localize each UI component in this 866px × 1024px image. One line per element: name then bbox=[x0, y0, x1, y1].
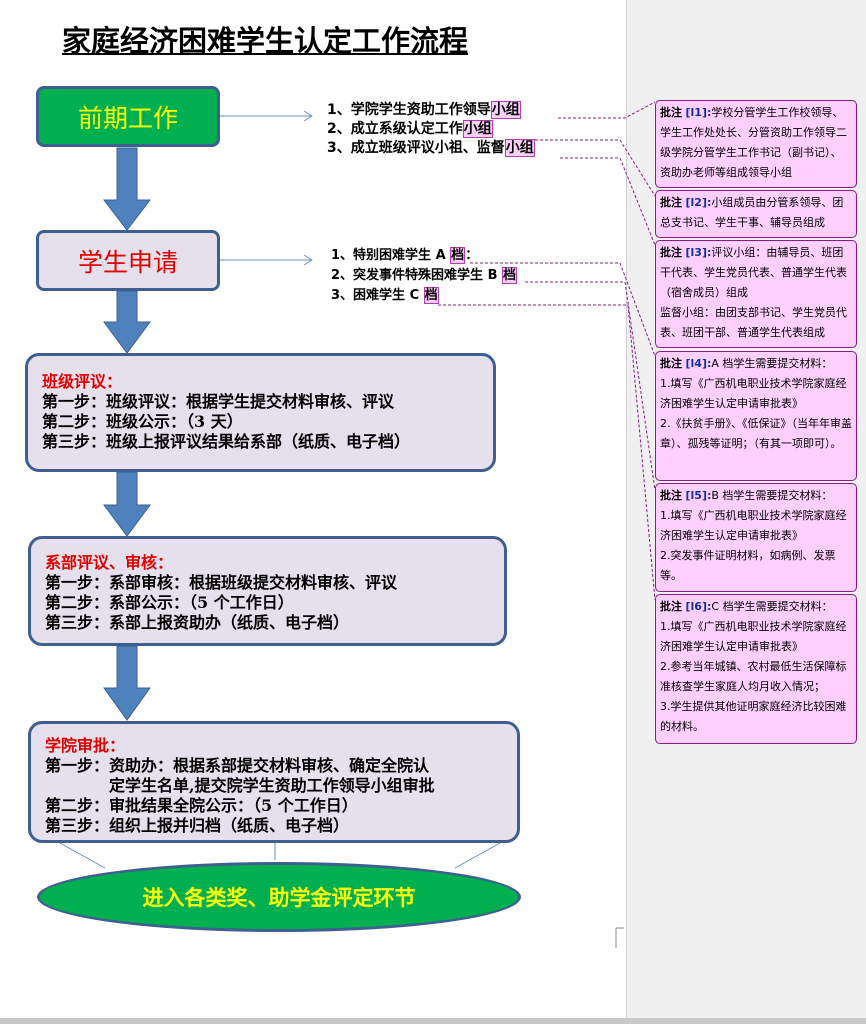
comments-5-label: 批注 bbox=[660, 600, 682, 613]
flow-stage2_suffix: ： bbox=[465, 248, 479, 263]
comments-1-lines-0: 小组成员由分管系领导、团总支书记、学生干事、辅导员组成 bbox=[660, 196, 844, 229]
flow-stage2_items-1: 2、突发事件特殊困难学生 B bbox=[331, 268, 503, 283]
comments-2-label: 批注 bbox=[660, 246, 682, 259]
comments-4-tag: [l5]: bbox=[685, 489, 712, 502]
flow-stage1_items-0: 1、学院学生资助工作领导 bbox=[327, 102, 491, 118]
comments-3-lines-0: A 档学生需要提交材料： bbox=[711, 357, 833, 370]
down-arrow-3 bbox=[103, 471, 151, 537]
comments-5-lines-2: 2.参考当年城镇、农村最低生活保障标准核查学生家庭人均月收入情况； bbox=[660, 660, 847, 693]
flow-stage5-heading: 学院审批： bbox=[45, 736, 126, 755]
prep-list: 1、学院学生资助工作领导小组 2、成立系级认定工作小组 3、成立班级评议小祖、监… bbox=[327, 101, 535, 158]
flow-stage1: 前期工作 bbox=[77, 103, 178, 133]
flow-stage3-heading: 班级评议： bbox=[42, 372, 123, 391]
comments-5-lines-3: 3.学生提供其他证明家庭经济比较困难的材料。 bbox=[660, 700, 847, 733]
comment-6[interactable]: 批注 [l6]:C 档学生需要提交材料： 1.填写《广西机电职业技术学院家庭经济困… bbox=[655, 594, 857, 744]
flow-stage4-steps-1: 第二步：系部公示：（5 个工作日） bbox=[45, 593, 294, 612]
stage-class-review: 班级评议： 第一步：班级评议：根据学生提交材料审核、评议第二步：班级公示：（3 … bbox=[25, 353, 496, 472]
flow-stage2_items-2: 3、困难学生 C bbox=[331, 288, 424, 303]
flow-stage5-steps-3: 第三步：组织上报并归档（纸质、电子档） bbox=[45, 816, 350, 835]
comments-5-tag: [l6]: bbox=[685, 600, 712, 613]
flow-stage5-steps-1: 定学生名单,提交院学生资助工作领导小组审批 bbox=[45, 776, 435, 795]
flow-stage2_highlight: 档 bbox=[502, 267, 518, 284]
flow-stage5-steps-2: 第二步：审批结果全院公示：（5 个工作日） bbox=[45, 796, 358, 815]
flow-stage4-steps-0: 第一步：系部审核：根据班级提交材料审核、评议 bbox=[45, 573, 398, 592]
comment-1[interactable]: 批注 [l1]:学校分管学生工作校领导、学生工作处处长、分管资助工作领导二级学院… bbox=[655, 100, 857, 188]
down-arrow-1 bbox=[102, 147, 152, 231]
flow-stage2: 学生申请 bbox=[77, 247, 178, 277]
comments-1-label: 批注 bbox=[660, 196, 682, 209]
flow-stage1_items-2: 3、成立班级评议小祖、监督 bbox=[327, 140, 505, 156]
comments-4-label: 批注 bbox=[660, 489, 682, 502]
stage-prep: 前期工作 bbox=[36, 86, 220, 147]
flow-stage2_highlight: 档 bbox=[423, 287, 439, 304]
flow-stage1_highlight: 小组 bbox=[504, 139, 535, 157]
comment-5[interactable]: 批注 [l5]:B 档学生需要提交材料： 1.填写《广西机电职业技术学院家庭经济困… bbox=[655, 483, 857, 592]
flow-stage3-steps-0: 第一步：班级评议：根据学生提交材料审核、评议 bbox=[42, 392, 395, 411]
stage-dept-review: 系部评议、审核： 第一步：系部审核：根据班级提交材料审核、评议第二步：系部公示：… bbox=[28, 536, 507, 646]
comments-3-tag: [l4]: bbox=[685, 357, 712, 370]
flow-stage2_highlight: 档 bbox=[450, 247, 466, 264]
comments-4-lines-0: B 档学生需要提交材料： bbox=[711, 489, 833, 502]
comment-3[interactable]: 批注 [l3]:评议小组：由辅导员、班团干代表、学生党员代表、普通学生代表（宿舍… bbox=[655, 240, 857, 348]
flow-stage3-steps-2: 第三步：班级上报评议结果给系部（纸质、电子档） bbox=[42, 432, 411, 451]
apply-list: 1、特别困难学生 A 档： 2、突发事件特殊困难学生 B 档 3、困难学生 C … bbox=[331, 246, 518, 306]
flow-stage1_highlight: 小组 bbox=[462, 120, 493, 138]
stage-college-approval: 学院审批： 第一步：资助办：根据系部提交材料审核、确定全院认 定学生名单,提交院… bbox=[28, 721, 520, 843]
comments-5-lines-1: 1.填写《广西机电职业技术学院家庭经济困难学生认定申请审批表》 bbox=[660, 620, 847, 653]
comments-4-lines-2: 2.突发事件证明材料，如病例、发票等。 bbox=[660, 549, 836, 582]
comments-2-lines-0: 评议小组：由辅导员、班团干代表、学生党员代表、普通学生代表（宿舍成员）组成 bbox=[660, 246, 847, 299]
comments-5-lines-0: C 档学生需要提交材料： bbox=[711, 600, 833, 613]
flow-stage1_items-1: 2、成立系级认定工作 bbox=[327, 121, 463, 137]
flow-stage1_highlight: 小组 bbox=[490, 101, 521, 119]
flow-stage4-steps-2: 第三步：系部上报资助办（纸质、电子档） bbox=[45, 613, 350, 632]
down-arrow-4 bbox=[103, 645, 151, 721]
comment-4[interactable]: 批注 [l4]:A 档学生需要提交材料： 1.填写《广西机电职业技术学院家庭经济困… bbox=[655, 351, 857, 481]
flow-stage5-steps-0: 第一步：资助办：根据系部提交材料审核、确定全院认 bbox=[45, 756, 430, 775]
flow-stage2_items-0: 1、特别困难学生 A bbox=[331, 248, 451, 263]
comments-2-lines-1: 监督小组：由团支部书记、学生党员代表、班团干部、普通学生代表组成 bbox=[660, 306, 847, 339]
comments-3-lines-2: 2.《扶贫手册》、《低保证》（当年年审盖章）、孤残等证明；（有其一项即可）。 bbox=[660, 417, 852, 450]
comment-2[interactable]: 批注 [l2]:小组成员由分管系领导、团总支书记、学生干事、辅导员组成 bbox=[655, 190, 857, 238]
comments-0-lines-0: 学校分管学生工作校领导、学生工作处处长、分管资助工作领导二级学院分管学生工作书记… bbox=[660, 106, 847, 179]
flow-stage4-heading: 系部评议、审核： bbox=[45, 553, 174, 572]
down-arrow-2 bbox=[103, 290, 151, 354]
bottom-scrollbar[interactable] bbox=[0, 1018, 866, 1024]
comments-0-tag: [l1]: bbox=[685, 106, 712, 119]
comments-4-lines-1: 1.填写《广西机电职业技术学院家庭经济困难学生认定申请审批表》 bbox=[660, 509, 847, 542]
page-title: 家庭经济困难学生认定工作流程 bbox=[62, 24, 469, 58]
flow-stage3-steps-1: 第二步：班级公示：（3 天） bbox=[42, 412, 243, 431]
stage-apply: 学生申请 bbox=[36, 230, 220, 291]
comments-3-lines-1: 1.填写《广西机电职业技术学院家庭经济困难学生认定申请审批表》 bbox=[660, 377, 847, 410]
final-stage-ellipse: 进入各类奖、助学金评定环节 bbox=[37, 862, 521, 932]
comments-2-tag: [l3]: bbox=[685, 246, 712, 259]
comments-1-tag: [l2]: bbox=[685, 196, 712, 209]
comments-3-label: 批注 bbox=[660, 357, 682, 370]
comments-0-label: 批注 bbox=[660, 106, 682, 119]
flow-final: 进入各类奖、助学金评定环节 bbox=[142, 885, 416, 910]
